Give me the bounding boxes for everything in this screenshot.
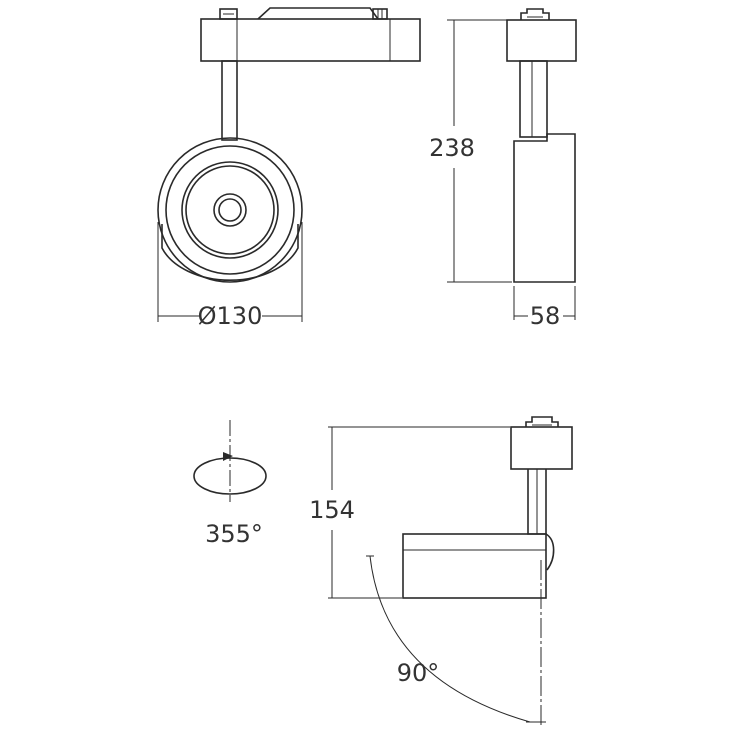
tilt-track-adapter (510, 416, 573, 470)
diameter-dimension: Ø130 (157, 222, 303, 330)
rotation-indicator: 355° (193, 420, 267, 548)
width-58-dimension: 58 (513, 286, 576, 330)
front-track-adapter (200, 7, 421, 62)
height-154-dimension: 154 (309, 426, 510, 599)
height-154-label: 154 (309, 496, 355, 524)
tilt-label: 90° (397, 659, 440, 687)
front-lamp-head (157, 137, 303, 283)
tilt-lamp-body (402, 533, 547, 599)
height-238-dimension: 238 (429, 19, 512, 283)
side-lamp-body (513, 133, 576, 283)
width-58-label: 58 (530, 302, 561, 330)
rotation-label: 355° (205, 520, 263, 548)
side-view: 238 58 (429, 8, 577, 330)
side-stem (519, 60, 548, 138)
rotation-arrow-icon (223, 452, 233, 461)
diameter-label: Ø130 (198, 302, 263, 330)
tilt-angle-indicator: 90° (366, 555, 546, 726)
side-track-adapter (506, 8, 577, 62)
height-238-label: 238 (429, 134, 475, 162)
tilt-view: 154 90° (309, 416, 573, 726)
front-view: Ø130 (157, 7, 421, 330)
tilt-stem (527, 469, 555, 571)
front-stem (221, 60, 238, 141)
